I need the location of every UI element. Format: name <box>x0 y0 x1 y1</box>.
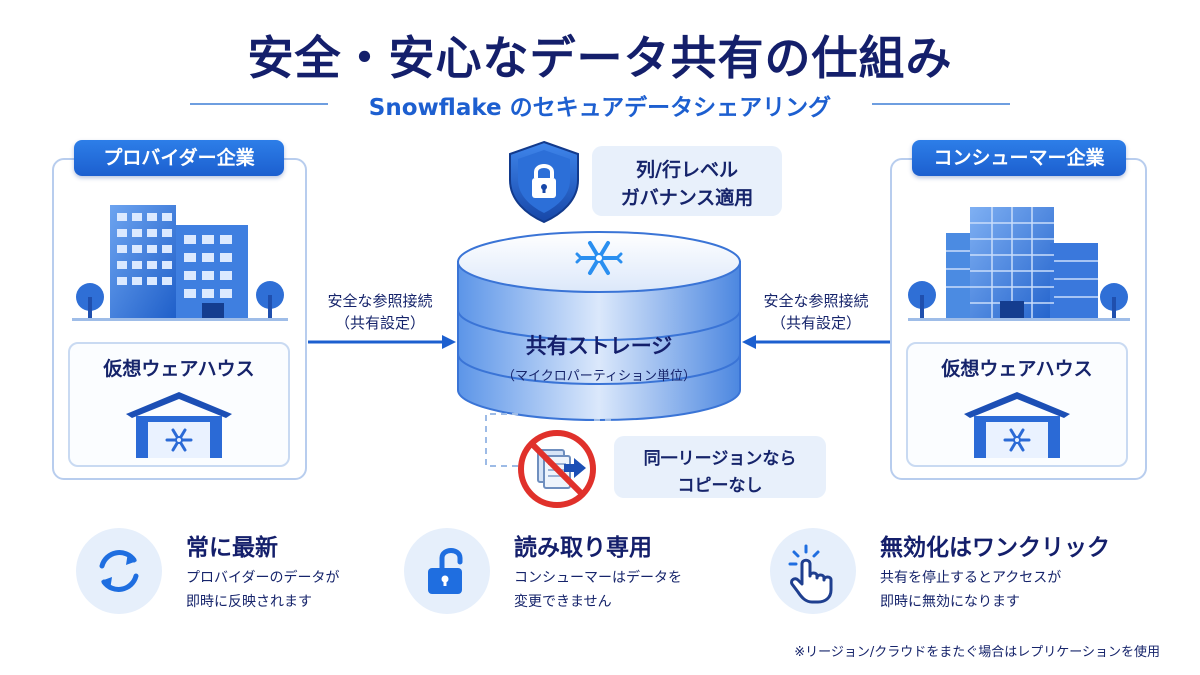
consumer-warehouse-icon <box>964 392 1070 458</box>
feature-3-line1: 共有を停止するとアクセスが <box>880 570 1062 586</box>
feature-3-line2: 即時に無効になります <box>880 594 1020 610</box>
click-hand-icon <box>788 544 833 604</box>
feature-3-title: 無効化はワンクリック <box>880 535 1110 561</box>
storage-title: 共有ストレージ <box>525 334 673 358</box>
provider-connection-line1: 安全な参照接続 <box>327 292 433 310</box>
consumer-to-storage-arrow <box>742 335 890 349</box>
consumer-connection-line1: 安全な参照接続 <box>763 292 869 310</box>
governance-box: 列/行レベル ガバナンス適用 <box>592 146 782 216</box>
feature-refresh-circle <box>76 528 162 614</box>
provider-warehouse-label: 仮想ウェアハウス <box>103 358 255 380</box>
refresh-icon <box>99 550 139 592</box>
unlock-icon <box>428 548 463 594</box>
page-title: 安全・安心なデータ共有の仕組み <box>247 31 953 85</box>
governance-line1: 列/行レベル <box>636 159 738 181</box>
no-copy-box: 同一リージョンなら コピーなし <box>614 436 826 498</box>
feature-2-line2: 変更できません <box>514 594 612 610</box>
consumer-connection-line2: （共有設定） <box>770 314 861 332</box>
consumer-connection-label: 安全な参照接続 （共有設定） <box>742 290 890 334</box>
consumer-warehouse-box <box>906 342 1128 467</box>
provider-to-storage-arrow <box>308 335 456 349</box>
footnote: ※リージョン/クラウドをまたぐ場合はレプリケーションを使用 <box>794 645 1160 660</box>
feature-2-title: 読み取り専用 <box>514 535 652 561</box>
provider-label: プロバイダー企業 <box>74 140 284 176</box>
feature-1-line1: プロバイダーのデータが <box>186 570 340 586</box>
consumer-label: コンシューマー企業 <box>912 140 1126 176</box>
feature-1-title: 常に最新 <box>186 535 278 561</box>
provider-connection-label: 安全な参照接続 （共有設定） <box>306 290 454 334</box>
consumer-building-icon <box>908 207 1130 321</box>
no-copy-line1: 同一リージョンなら <box>643 449 797 469</box>
no-copy-line2: コピーなし <box>677 476 763 496</box>
feature-click-circle <box>770 528 856 614</box>
feature-1-text: プロバイダーのデータが 即時に反映されます <box>186 566 339 614</box>
consumer-warehouse-label: 仮想ウェアハウス <box>941 358 1093 380</box>
no-copy-icon <box>518 430 596 508</box>
provider-connection-line2: （共有設定） <box>334 314 425 332</box>
feature-2-line1: コンシューマーはデータを <box>514 570 682 586</box>
storage-subtitle: （マイクロパーティション単位） <box>502 369 696 384</box>
shared-storage-cylinder <box>457 231 741 421</box>
shield-lock-icon <box>509 140 579 224</box>
page-subtitle: Snowflake のセキュアデータシェアリング <box>368 95 832 121</box>
dashed-connector <box>485 413 612 467</box>
feature-2-text: コンシューマーはデータを 変更できません <box>514 566 682 614</box>
subtitle-rule-right <box>872 103 1010 105</box>
subtitle-rule-left <box>190 103 328 105</box>
provider-building-icon <box>72 205 288 321</box>
governance-line2: ガバナンス適用 <box>620 187 754 209</box>
provider-warehouse-icon <box>126 392 232 458</box>
feature-3-text: 共有を停止するとアクセスが 即時に無効になります <box>880 566 1061 614</box>
feature-1-line2: 即時に反映されます <box>186 594 312 610</box>
feature-unlock-circle <box>404 528 490 614</box>
